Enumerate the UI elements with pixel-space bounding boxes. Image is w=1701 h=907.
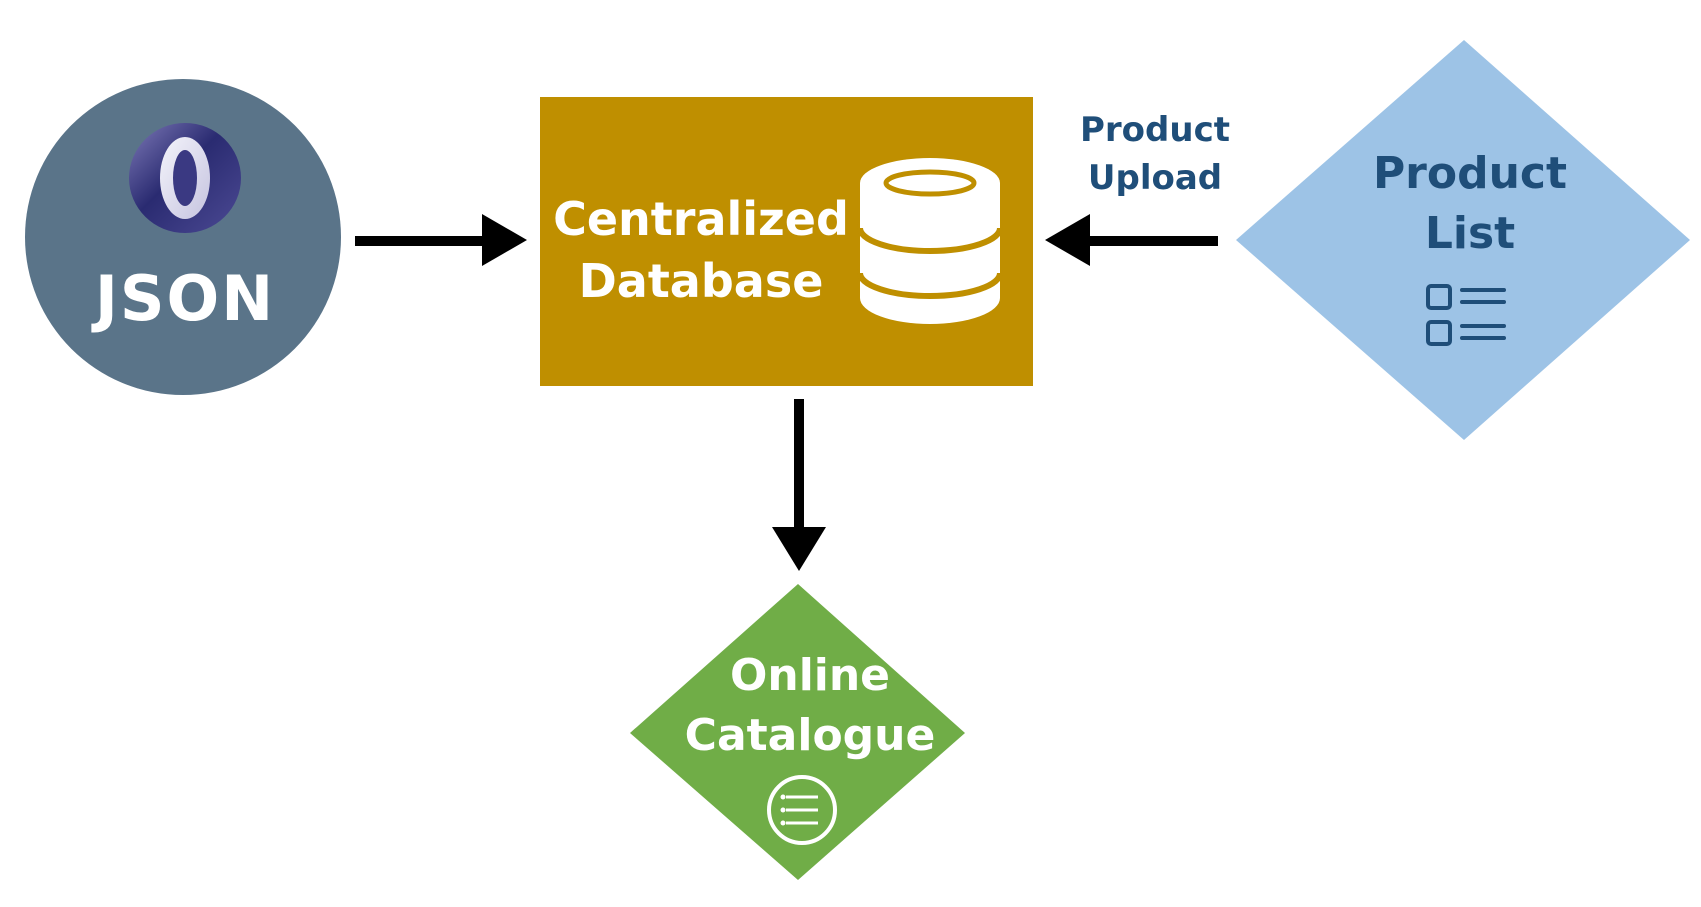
product-list-label-line1: Product bbox=[1372, 148, 1568, 199]
arrow-json-to-database bbox=[355, 214, 527, 266]
json-circle bbox=[25, 79, 341, 395]
menu-list-icon bbox=[767, 775, 837, 845]
database-node bbox=[540, 97, 1033, 386]
json-logo-icon bbox=[129, 123, 241, 233]
catalogue-label: Online Catalogue bbox=[640, 646, 980, 766]
catalogue-node bbox=[630, 584, 965, 880]
database-label-line2: Database bbox=[578, 254, 824, 308]
product-list-node bbox=[1236, 40, 1690, 440]
catalogue-label-line1: Online bbox=[729, 650, 891, 701]
catalogue-label-line2: Catalogue bbox=[684, 710, 936, 761]
product-list-diamond bbox=[1236, 40, 1690, 440]
product-list-label: Product List bbox=[1310, 144, 1630, 264]
arrow-product-list-to-database bbox=[1045, 214, 1218, 266]
arrow-database-to-catalogue bbox=[772, 399, 826, 571]
database-label-line1: Centralized bbox=[553, 192, 849, 246]
catalogue-diamond bbox=[630, 584, 965, 880]
product-upload-label: Product Upload bbox=[1040, 106, 1270, 202]
checklist-icon bbox=[1426, 284, 1506, 346]
database-icon bbox=[857, 158, 1003, 324]
json-node bbox=[25, 79, 341, 395]
product-upload-label-line1: Product bbox=[1080, 110, 1230, 150]
product-list-label-line2: List bbox=[1424, 208, 1516, 259]
product-upload-label-line2: Upload bbox=[1087, 158, 1223, 198]
json-label: JSON bbox=[94, 262, 276, 335]
database-label: Centralized Database bbox=[536, 188, 866, 312]
